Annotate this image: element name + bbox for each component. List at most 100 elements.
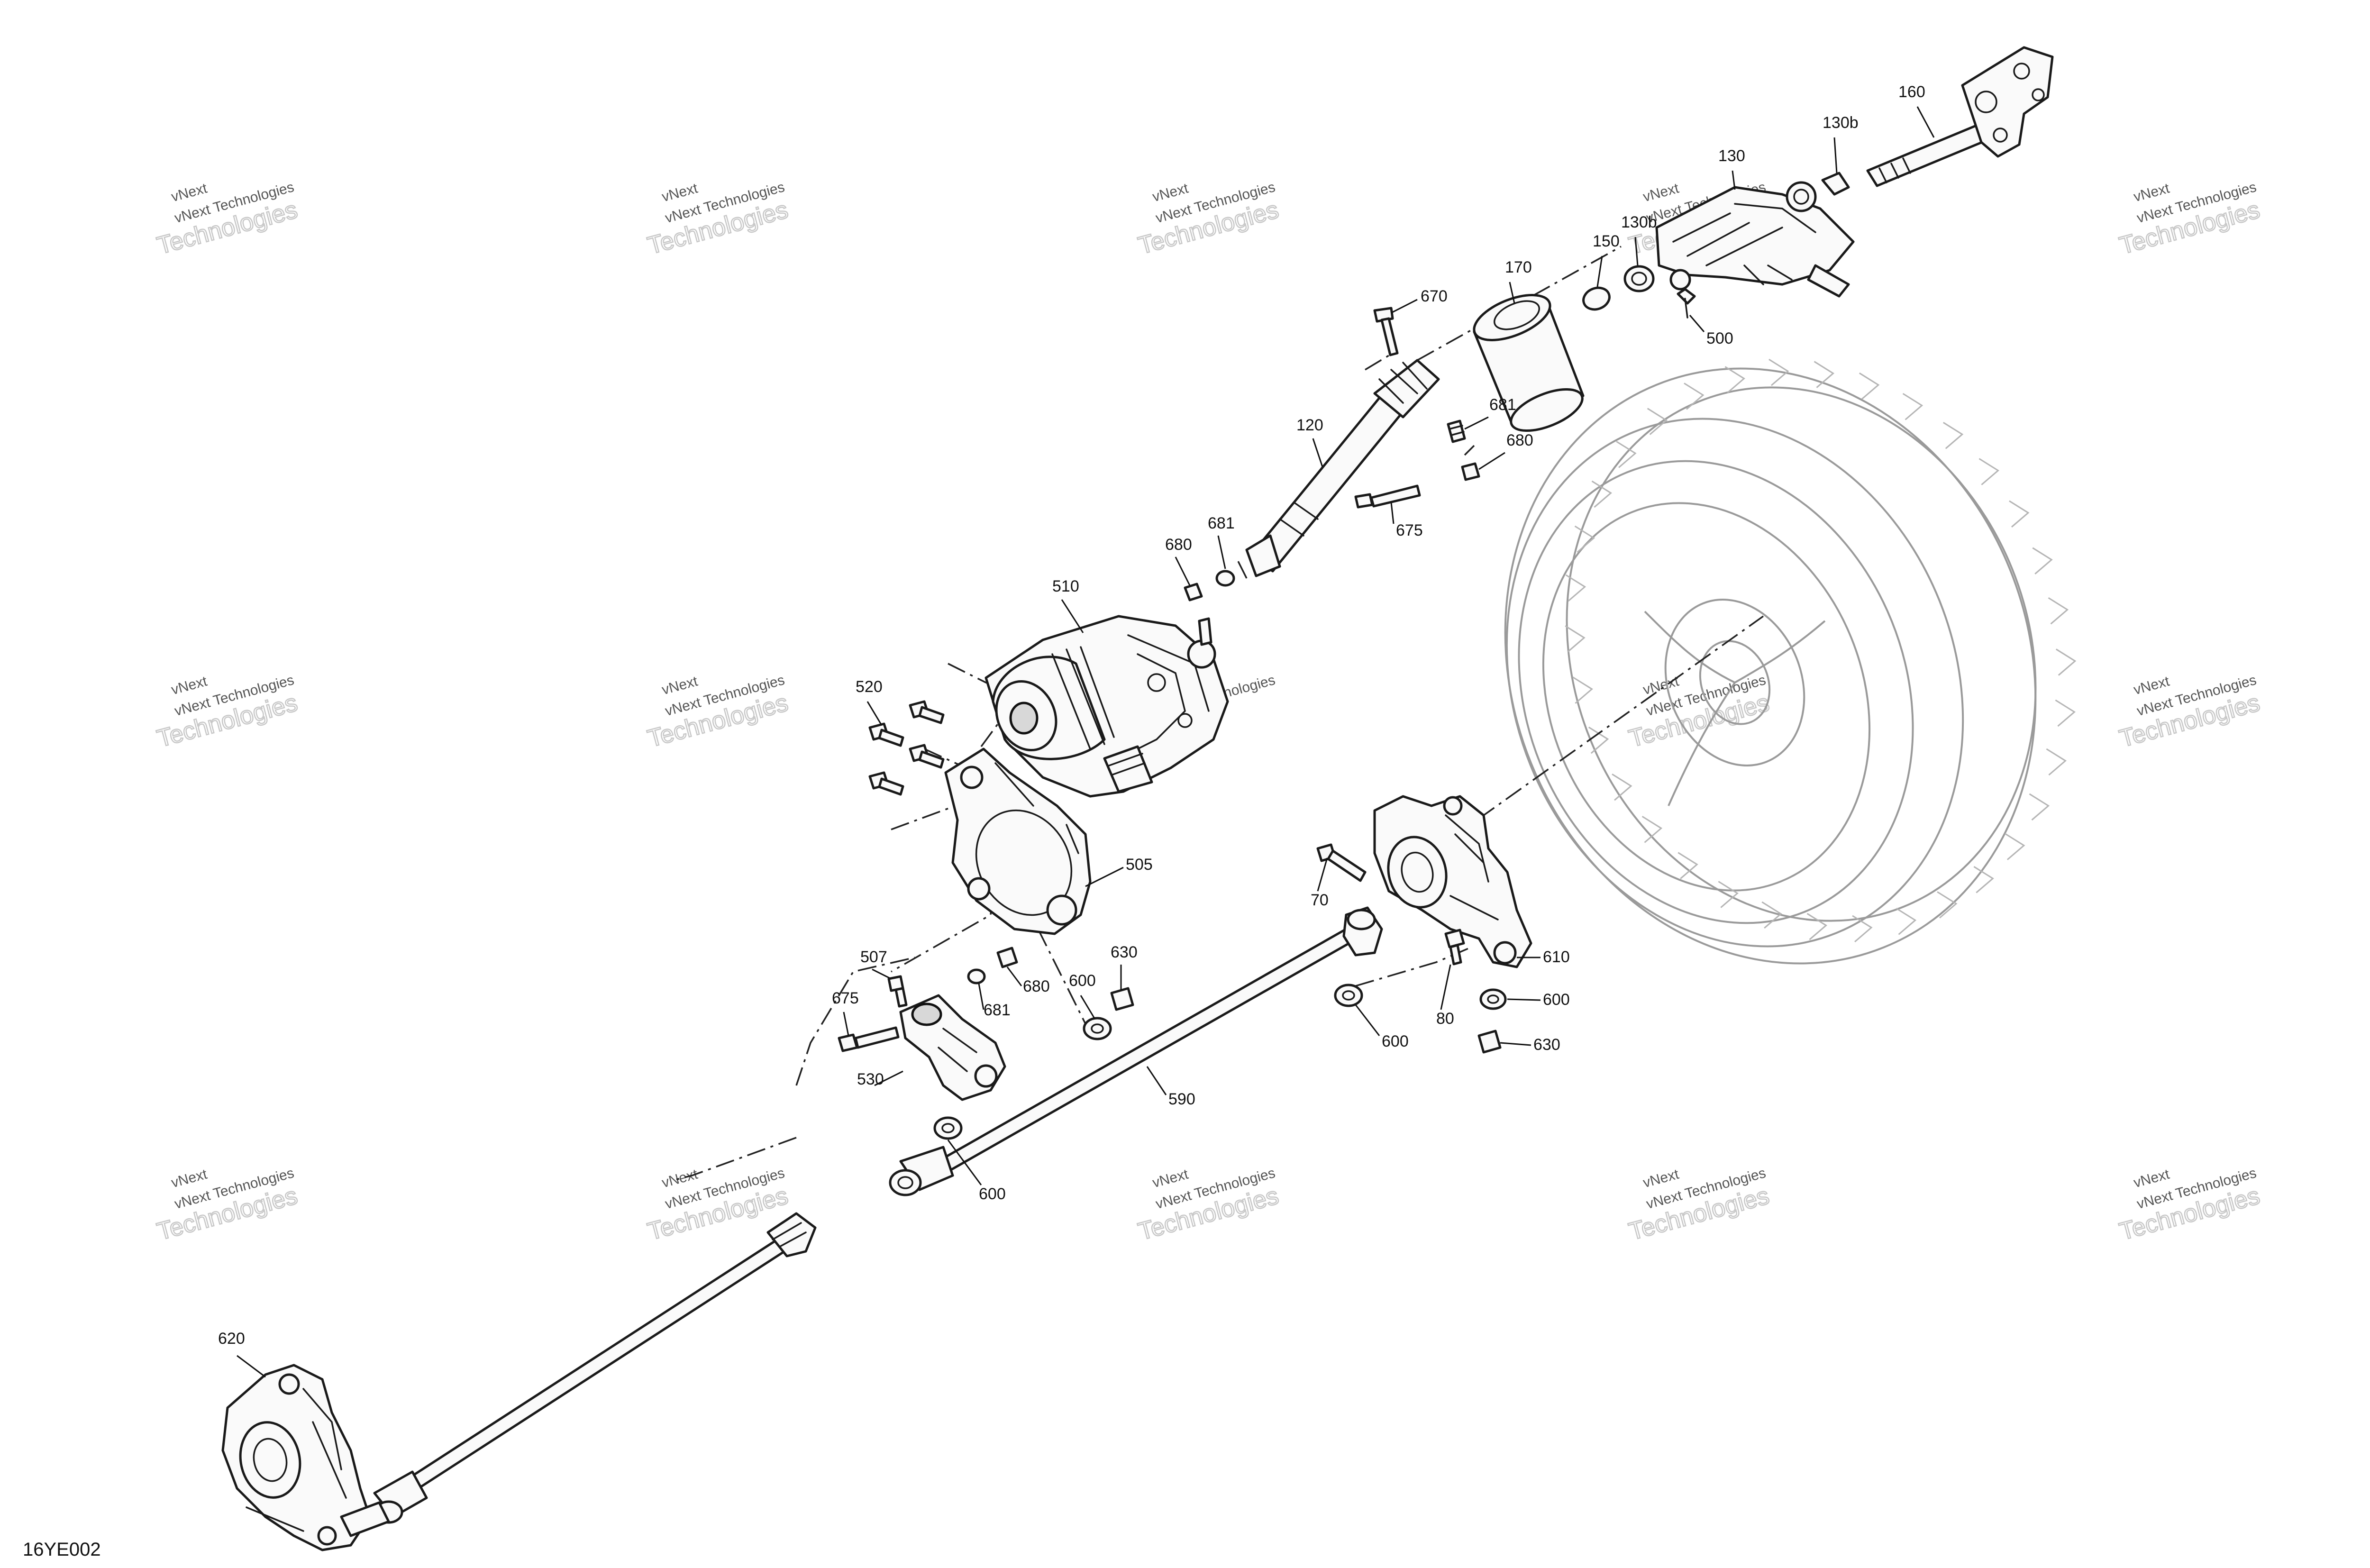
callout-70: 70 (1311, 857, 1329, 909)
callout-600: 600 (1355, 1004, 1409, 1050)
callout-layer: 160130b130130b15017067050012068168067568… (218, 83, 1935, 1378)
part-tie-rod-left (373, 1212, 817, 1524)
tread-chevron (1572, 676, 1593, 704)
callout-leader-line (872, 968, 892, 980)
callout-leader-line (1146, 1066, 1167, 1095)
tread-chevron (1942, 422, 1964, 449)
callout-leader-line (1391, 299, 1418, 314)
part-520-mount-bolts (868, 700, 945, 796)
callout-630: 630 (1111, 943, 1138, 991)
callout-number: 680 (1165, 536, 1192, 554)
callout-681: 681 (1208, 514, 1235, 569)
callout-number: 130b (1823, 114, 1859, 132)
tread-chevron (1852, 915, 1873, 942)
callout-number: 680 (1023, 977, 1050, 995)
callout-leader-line (1440, 964, 1451, 1010)
tread-chevron (2055, 699, 2076, 727)
callout-number: 500 (1706, 329, 1733, 347)
callout-675: 675 (832, 989, 859, 1036)
part-130-column-housing (1582, 172, 1855, 319)
callout-500: 500 (1689, 315, 1733, 347)
tread-chevron (1565, 574, 1586, 602)
watermark-line-1: vNext (1151, 1166, 1190, 1191)
callout-number: 681 (1489, 396, 1516, 414)
callout-number: 610 (1543, 948, 1570, 966)
tread-chevron (2032, 547, 2053, 574)
callout-leader-line (1085, 866, 1124, 887)
callout-number: 130 (1718, 147, 1745, 165)
callout-number: 630 (1111, 943, 1138, 961)
callout-number: 600 (1382, 1032, 1409, 1050)
callout-number: 620 (218, 1330, 245, 1348)
callout-leader-line (1355, 1004, 1380, 1036)
callout-leader-line (1217, 535, 1226, 569)
tread-chevron (1641, 816, 1663, 843)
callout-number: 681 (984, 1001, 1011, 1019)
watermark-line-1: vNext (1151, 180, 1190, 205)
callout-681: 681 (1464, 396, 1516, 430)
callout-680: 680 (1165, 536, 1192, 586)
callout-600: 600 (947, 1140, 1006, 1203)
callout-120: 120 (1296, 416, 1323, 467)
tread-chevron (2048, 597, 2069, 625)
tread-chevron (1588, 726, 1609, 754)
callout-leader-line (237, 1355, 266, 1378)
callout-130b: 130b (1621, 213, 1657, 266)
callout-leader-line (1634, 237, 1639, 266)
callout-number: 130b (1621, 213, 1657, 231)
callout-leader-line (1061, 599, 1084, 633)
callout-number: 670 (1421, 287, 1448, 305)
callout-leader-line (1312, 438, 1323, 467)
callout-leader-line (1478, 452, 1505, 470)
callout-leader-line (874, 1070, 903, 1086)
callout-170: 170 (1505, 258, 1532, 304)
callout-leader-line (1175, 556, 1191, 586)
callout-80: 80 (1436, 964, 1454, 1028)
tread-chevron (1718, 881, 1739, 908)
tread-chevron (2046, 748, 2067, 776)
tread-chevron (1612, 773, 1632, 801)
callout-681: 681 (978, 983, 1011, 1019)
callout-leader-line (1833, 137, 1838, 173)
tread-chevron (1684, 383, 1705, 410)
part-510-power-steering-motor (984, 615, 1229, 798)
part-590-tie-rod-right (889, 906, 1383, 1196)
tread-chevron (1978, 458, 1999, 485)
tread-chevron (1937, 891, 1958, 919)
tread-chevron (1761, 901, 1782, 929)
watermark-line-1: vNext (170, 673, 209, 698)
callout-number: 510 (1052, 577, 1079, 595)
part-530-tie-rod-mount (838, 947, 1134, 1101)
callout-130: 130 (1718, 147, 1745, 190)
watermark-line-1: vNext (1641, 673, 1681, 698)
tread-chevron (2029, 793, 2050, 821)
callout-630: 630 (1500, 1036, 1560, 1054)
watermark-line-1: vNext (660, 1166, 700, 1191)
callout-leader-line (1596, 255, 1603, 287)
callout-number: 680 (1506, 431, 1533, 449)
watermark-line-1: vNext (2132, 1166, 2171, 1191)
callout-leader-line (1500, 1042, 1531, 1046)
callout-leader-line (1916, 106, 1935, 138)
tread-chevron (1565, 625, 1586, 653)
callout-530: 530 (857, 1070, 903, 1088)
tread-chevron (2009, 500, 2030, 528)
tire-wheel-assembly (1504, 358, 2077, 965)
callout-leader-line (1689, 315, 1705, 332)
callout-number: 150 (1593, 232, 1620, 250)
tread-chevron (1814, 361, 1835, 388)
callout-leader-line (866, 701, 883, 726)
callout-leader-line (1080, 995, 1096, 1020)
tread-chevron (1677, 852, 1698, 879)
